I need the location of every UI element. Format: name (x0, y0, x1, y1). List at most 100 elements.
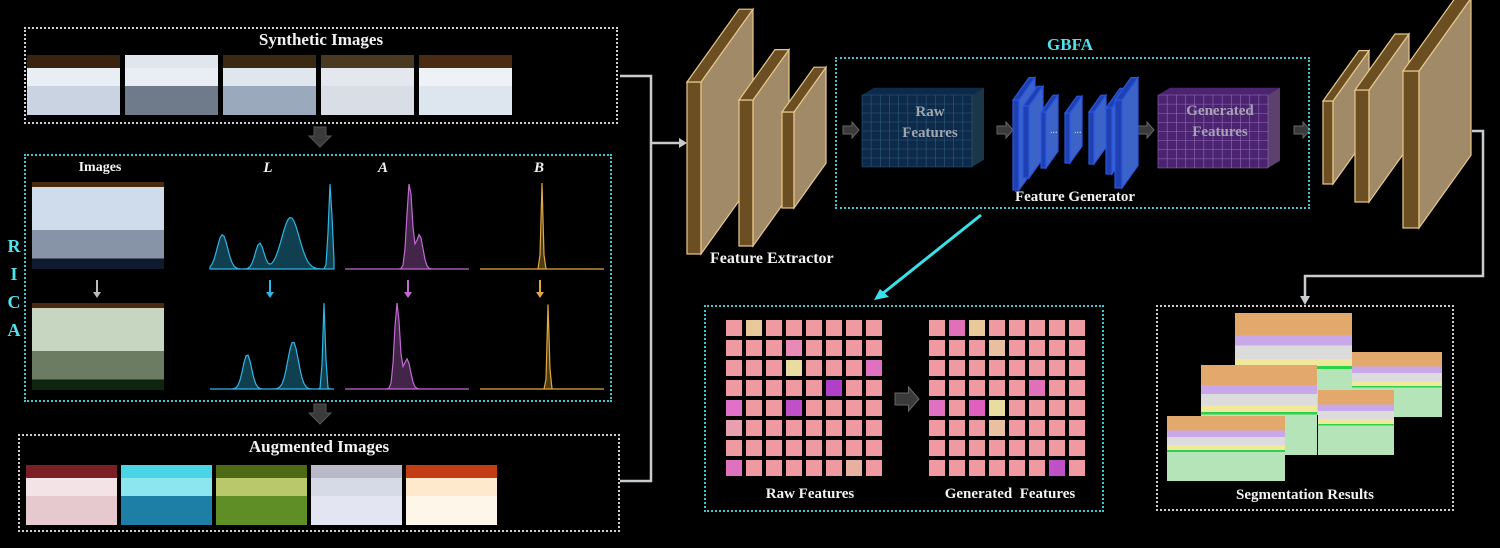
generated-feature-tile (929, 400, 945, 416)
arrow-generated-to-decoder (1293, 120, 1311, 140)
raw-feature-tile (846, 440, 862, 456)
generated-feature-tile (1029, 340, 1045, 356)
generated-feature-tile (1049, 360, 1065, 376)
raw-feature-tile (846, 420, 862, 436)
raw-feature-tile (846, 460, 862, 476)
connector-to-segmentation (1303, 129, 1485, 298)
raw-feature-tile (786, 460, 802, 476)
generated-feature-tile (989, 460, 1005, 476)
raw-feature-tile (746, 440, 762, 456)
raw-feature-tile (806, 360, 822, 376)
generated-feature-tile (1029, 320, 1045, 336)
encoder-slab-1-top (685, 8, 755, 83)
raw-feature-tile (866, 400, 882, 416)
rica-letter: A (7, 320, 21, 340)
segmentation-result-4 (1318, 390, 1394, 455)
generated-feature-tile (989, 400, 1005, 416)
feature-maps-panel (704, 305, 1104, 512)
raw-feature-tile (766, 340, 782, 356)
connector-inputs (620, 74, 653, 483)
feature-extractor-label: Feature Extractor (710, 250, 834, 267)
connector-to-segmentation-head (1300, 296, 1310, 305)
raw-feature-tile (846, 320, 862, 336)
raw-feature-tile (786, 440, 802, 456)
raw-feature-tile (746, 380, 762, 396)
gbfa-panel (835, 57, 1310, 209)
generated-feature-tile (1049, 440, 1065, 456)
augmented-image-3 (216, 465, 307, 525)
generated-feature-tile (969, 320, 985, 336)
raw-features-cube-side (972, 87, 984, 167)
raw-feature-tile (826, 320, 842, 336)
connector-to-extractor-head (679, 138, 687, 148)
raw-feature-tile (846, 360, 862, 376)
histogram-a-augmented (345, 302, 469, 390)
rica-column-l: L (263, 160, 273, 176)
generated-feature-tile (1009, 360, 1025, 376)
raw-feature-tile (726, 420, 742, 436)
generated-feature-tile (929, 440, 945, 456)
raw-feature-tile (746, 460, 762, 476)
generated-feature-tile (1069, 380, 1085, 396)
generated-feature-tile (1009, 400, 1025, 416)
generator-slab-7-top (1113, 76, 1140, 101)
raw-feature-tile (786, 340, 802, 356)
generated-feature-tile (929, 360, 945, 376)
raw-feature-tile (866, 460, 882, 476)
synthetic-image-2 (125, 55, 218, 115)
raw-feature-tile (786, 360, 802, 376)
encoder-slab-2-front (738, 99, 754, 247)
generated-features-cube-top (1158, 87, 1280, 95)
raw-feature-tile (866, 320, 882, 336)
raw-feature-tile (726, 460, 742, 476)
raw-feature-tile (746, 340, 762, 356)
feature-generator-label: Feature Generator (1014, 189, 1136, 205)
histogram-l-source (209, 184, 335, 270)
raw-feature-tile (826, 400, 842, 416)
generator-slab-2-top (1021, 85, 1045, 107)
rica-column-a: A (377, 160, 388, 176)
generated-feature-tile (1009, 440, 1025, 456)
decoder-slab-3-top (1401, 0, 1471, 72)
generated-cube-label-1: Generated (1186, 103, 1254, 119)
raw-feature-tile (746, 360, 762, 376)
raw-feature-tile (846, 400, 862, 416)
arrow-synthetic-to-rica (307, 126, 333, 148)
raw-features-cube-top (862, 87, 984, 95)
generated-feature-tile (1049, 320, 1065, 336)
raw-feature-tile (746, 400, 762, 416)
augmented-image-4 (311, 465, 402, 525)
synthetic-images-title: Synthetic Images (258, 30, 384, 49)
generated-feature-tile (949, 460, 965, 476)
raw-feature-tile (806, 380, 822, 396)
raw-feature-tile (806, 320, 822, 336)
generated-feature-tile (1049, 400, 1065, 416)
raw-feature-tile (766, 320, 782, 336)
generated-feature-tile (1049, 340, 1065, 356)
generated-feature-tile (1029, 400, 1045, 416)
raw-feature-tile (826, 360, 842, 376)
synthetic-image-4 (321, 55, 414, 115)
generated-feature-tile (929, 340, 945, 356)
raw-feature-tile (786, 400, 802, 416)
synthetic-image-5 (419, 55, 512, 115)
generated-feature-tile (989, 340, 1005, 356)
generated-feature-tile (1029, 360, 1045, 376)
generated-feature-tile (969, 380, 985, 396)
arrow-rica-to-augmented (307, 403, 333, 425)
raw-feature-tile (726, 440, 742, 456)
generated-cube-label-2: Features (1192, 124, 1248, 140)
zoom-arrow (881, 213, 982, 296)
zoom-arrow-head (874, 289, 889, 300)
raw-feature-tile (766, 360, 782, 376)
histogram-a-source (345, 183, 469, 270)
generated-feature-tile (989, 420, 1005, 436)
generated-feature-tile (989, 320, 1005, 336)
generated-feature-tile (949, 380, 965, 396)
raw-feature-tile (806, 440, 822, 456)
generator-slab-1-top (1011, 76, 1037, 101)
generated-feature-tile (1009, 460, 1025, 476)
decoder-slab-2-front (1354, 89, 1370, 203)
synthetic-images-panel (24, 27, 618, 124)
